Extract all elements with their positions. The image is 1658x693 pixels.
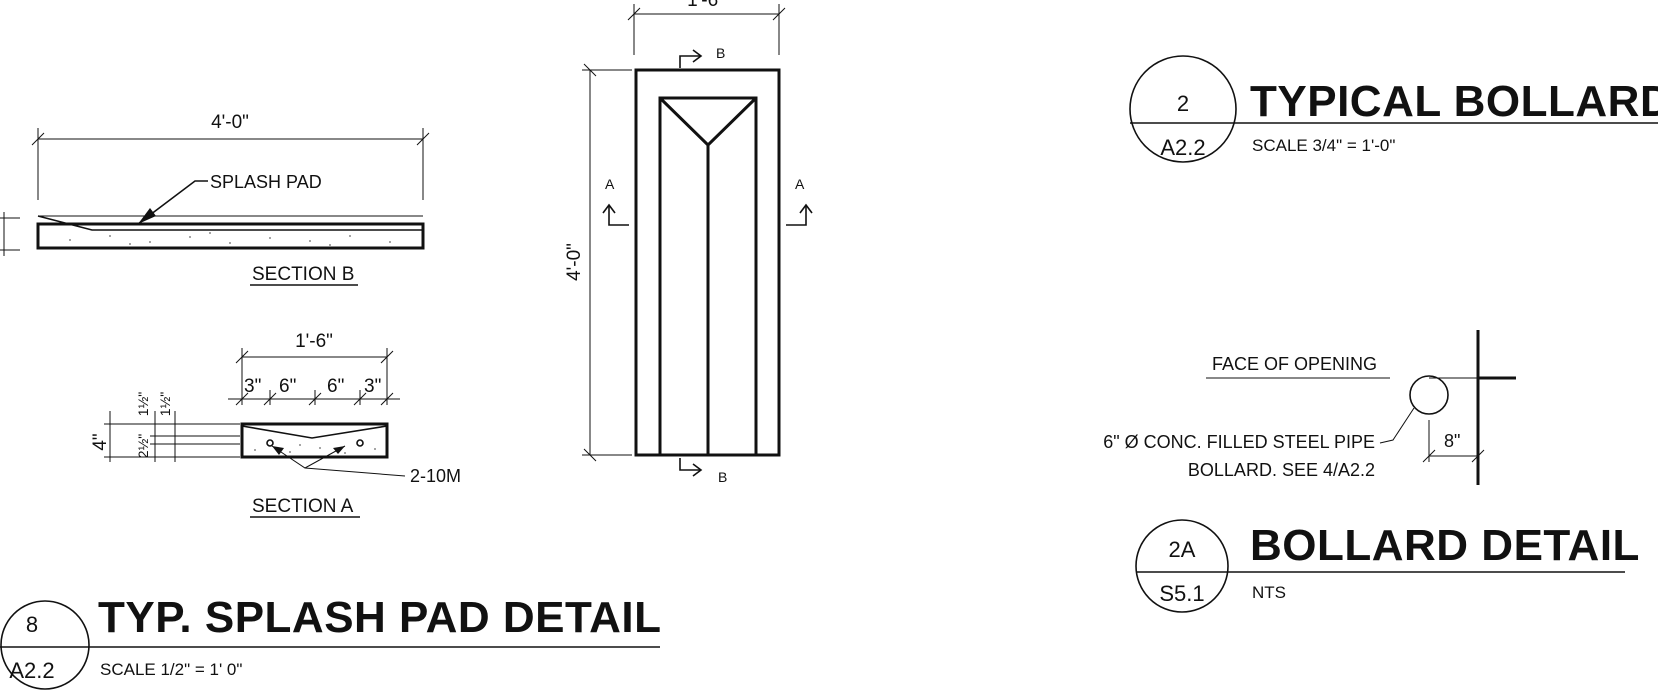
dim-tick — [235, 392, 249, 406]
rebar — [356, 439, 364, 447]
cut-a-left-arrow — [602, 203, 616, 214]
dim-tick — [235, 350, 249, 364]
detail-scale: NTS — [1252, 583, 1286, 602]
detail-title: TYP. SPLASH PAD DETAIL — [98, 593, 662, 642]
vdim-4: 4" — [90, 433, 111, 450]
section-a-slab — [240, 422, 389, 459]
cut-a-left-label: A — [605, 176, 615, 192]
subdim-2: 6" — [279, 376, 296, 397]
detail-sheet: A2.2 — [1160, 135, 1205, 160]
detail-sheet: S5.1 — [1159, 581, 1204, 606]
section-b-slope — [37, 215, 423, 231]
subdim-1: 3" — [244, 376, 261, 397]
cut-a-right-label: A — [795, 176, 805, 192]
cut-b-top-label: B — [716, 45, 725, 61]
vdim-1half-b: 1½" — [135, 392, 151, 416]
section-b: 4'-0" SPLASH PAD SECTION B — [0, 112, 430, 286]
dim-tick — [263, 392, 277, 406]
section-b-slab — [36, 222, 425, 250]
pipe-leader — [1379, 407, 1415, 444]
splash-pad-title-block: 8 A2.2 TYP. SPLASH PAD DETAIL SCALE 1/2"… — [0, 593, 662, 690]
cut-a-left — [608, 206, 629, 226]
vdim-1half-a: 1½" — [157, 392, 173, 416]
typical-bollard-title-block: 2 A2.2 TYPICAL BOLLARD SCALE 3/4" = 1'-0… — [1129, 55, 1658, 163]
detail-scale: SCALE 3/4" = 1'-0" — [1252, 136, 1395, 155]
cut-a-right — [786, 206, 807, 226]
splash-pad-plan: 1'-6" 4'-0" B B A A — [564, 0, 813, 485]
cut-b-bottom — [679, 458, 700, 471]
bollard-detail-title-block: 2A S5.1 BOLLARD DETAIL NTS — [1135, 519, 1640, 613]
cut-b-bottom-arrow — [692, 463, 703, 477]
section-b-length-label: 4'-0" — [211, 112, 249, 133]
cut-b-top — [679, 55, 700, 68]
vdim-2half: 2½" — [135, 434, 151, 458]
dim-tick — [583, 448, 597, 462]
dim-tick — [31, 132, 45, 146]
detail-bubble — [1135, 519, 1229, 613]
detail-bubble — [0, 600, 90, 690]
section-a-v-groove — [241, 425, 388, 439]
detail-number: 8 — [26, 612, 38, 637]
detail-title: BOLLARD DETAIL — [1250, 521, 1640, 570]
dim-tick — [308, 392, 322, 406]
subdim-4: 3" — [364, 376, 381, 397]
detail-scale: SCALE 1/2" = 1' 0" — [100, 660, 242, 679]
rebar-leader-tail — [304, 467, 406, 477]
face-of-opening-label: FACE OF OPENING — [1212, 354, 1377, 374]
splash-pad-label: SPLASH PAD — [210, 172, 322, 192]
leader-arrow — [272, 446, 284, 455]
pipe-label-2: BOLLARD. SEE 4/A2.2 — [1188, 460, 1375, 480]
plan-v-end — [658, 96, 758, 148]
cut-a-right-arrow — [799, 203, 813, 214]
dim-tick — [627, 7, 641, 21]
cut-b-bottom-label: B — [718, 469, 727, 485]
rebar-label: 2-10M — [410, 466, 461, 486]
offset-dim-label: 8" — [1444, 431, 1460, 451]
subdim-3: 6" — [327, 376, 344, 397]
detail-title: TYPICAL BOLLARD — [1250, 77, 1658, 126]
rebar — [266, 439, 274, 447]
detail-sheet: A2.2 — [9, 658, 54, 683]
dim-tick — [380, 392, 394, 406]
bollard-detail: FACE OF OPENING 8" 6" Ø CONC. FILLED STE… — [1103, 330, 1516, 485]
dim-tick — [353, 392, 367, 406]
detail-bubble — [1129, 55, 1237, 163]
section-a-title: SECTION A — [252, 496, 354, 517]
dim-tick — [583, 63, 597, 77]
splash-pad-leader — [137, 180, 208, 225]
dim-tick — [1471, 449, 1485, 463]
concrete-hatch — [69, 232, 391, 246]
pipe-label-1: 6" Ø CONC. FILLED STEEL PIPE — [1103, 432, 1375, 452]
detail-number: 2A — [1169, 537, 1196, 562]
dim-tick — [1422, 449, 1436, 463]
plan-length-label: 4'-0" — [564, 243, 585, 281]
plan-top-dim-label: 1'-6" — [687, 0, 725, 11]
pipe-bollard — [1409, 375, 1449, 415]
leader-arrow — [333, 446, 345, 454]
detail-number: 2 — [1177, 91, 1189, 116]
leader-arrow — [138, 208, 156, 224]
concrete-hatch — [254, 444, 376, 454]
section-a: 1'-6" 3" 6" 6" 3" 4" 2½" 1½" — [90, 331, 461, 518]
dim-tick — [772, 7, 786, 21]
cut-b-top-arrow — [692, 49, 703, 63]
section-b-title: SECTION B — [252, 264, 354, 285]
dim-tick — [416, 132, 430, 146]
dim-tick — [380, 350, 394, 364]
section-a-width-label: 1'-6" — [295, 331, 333, 352]
